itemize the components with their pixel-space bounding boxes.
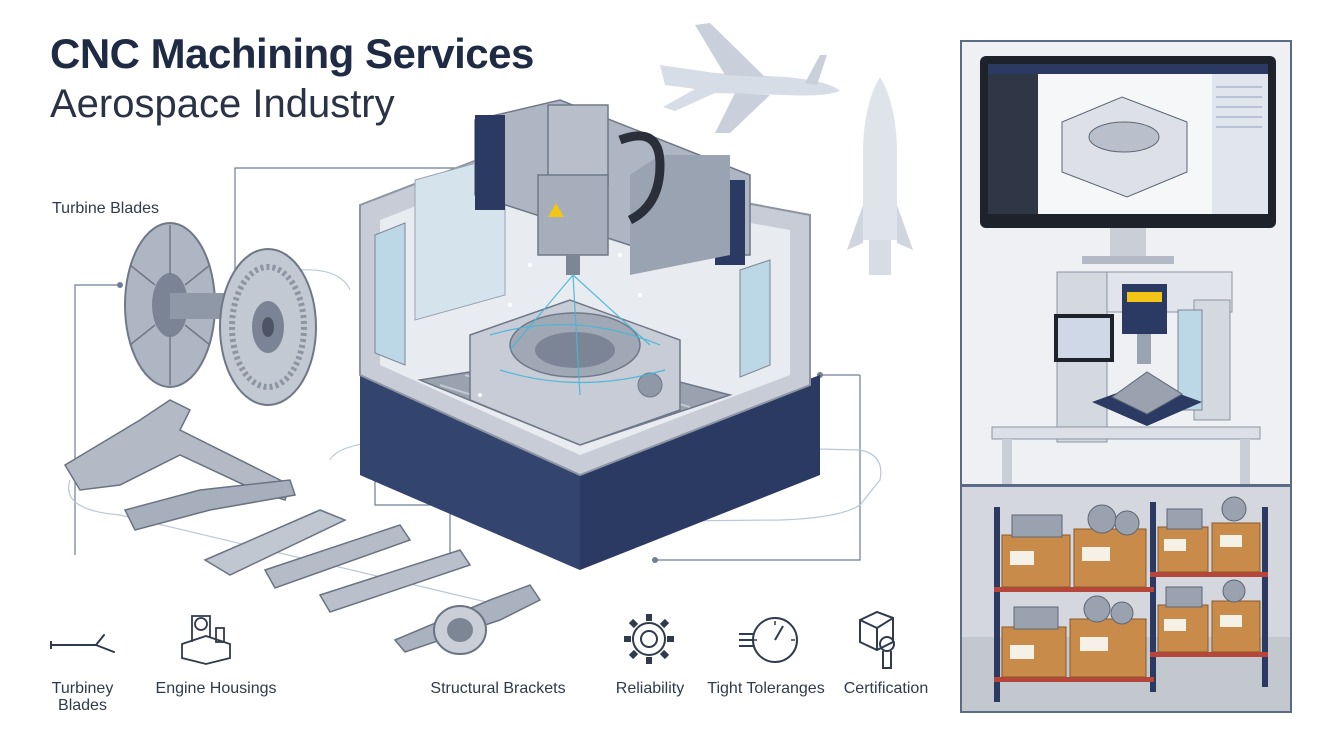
parts-storage-illustration bbox=[962, 487, 1290, 711]
certification-icon bbox=[859, 610, 895, 669]
icon-label-structural-brackets: Structural Brackets bbox=[430, 680, 566, 697]
icon-label-tight-toleranges: Tight Toleranges bbox=[707, 680, 825, 697]
airplane-icon bbox=[660, 23, 840, 133]
page-subtitle: Aerospace Industry bbox=[50, 82, 395, 126]
icon-label-certification: Certification bbox=[843, 680, 929, 697]
icon-label-turbiney-blades: Turbiney Blades bbox=[51, 680, 114, 714]
gauge-icon bbox=[739, 617, 798, 663]
wrench-icon bbox=[50, 634, 115, 653]
gear-icon bbox=[624, 614, 674, 664]
icon-label-reliability: Reliability bbox=[615, 680, 685, 697]
cad-workstation-illustration bbox=[962, 42, 1290, 484]
engine-housing-icon bbox=[181, 615, 231, 665]
cad-workstation-panel bbox=[960, 40, 1292, 486]
rocket-icon bbox=[847, 77, 913, 275]
cnc-machine bbox=[359, 99, 820, 570]
icon-label-engine-housings: Engine Housings bbox=[155, 680, 277, 697]
parts-storage-panel bbox=[960, 485, 1292, 713]
turbine-blades-callout: Turbine Blades bbox=[52, 200, 160, 217]
turbine-assembly bbox=[124, 222, 317, 406]
page-title: CNC Machining Services bbox=[50, 30, 534, 77]
machined-brackets bbox=[63, 399, 542, 655]
